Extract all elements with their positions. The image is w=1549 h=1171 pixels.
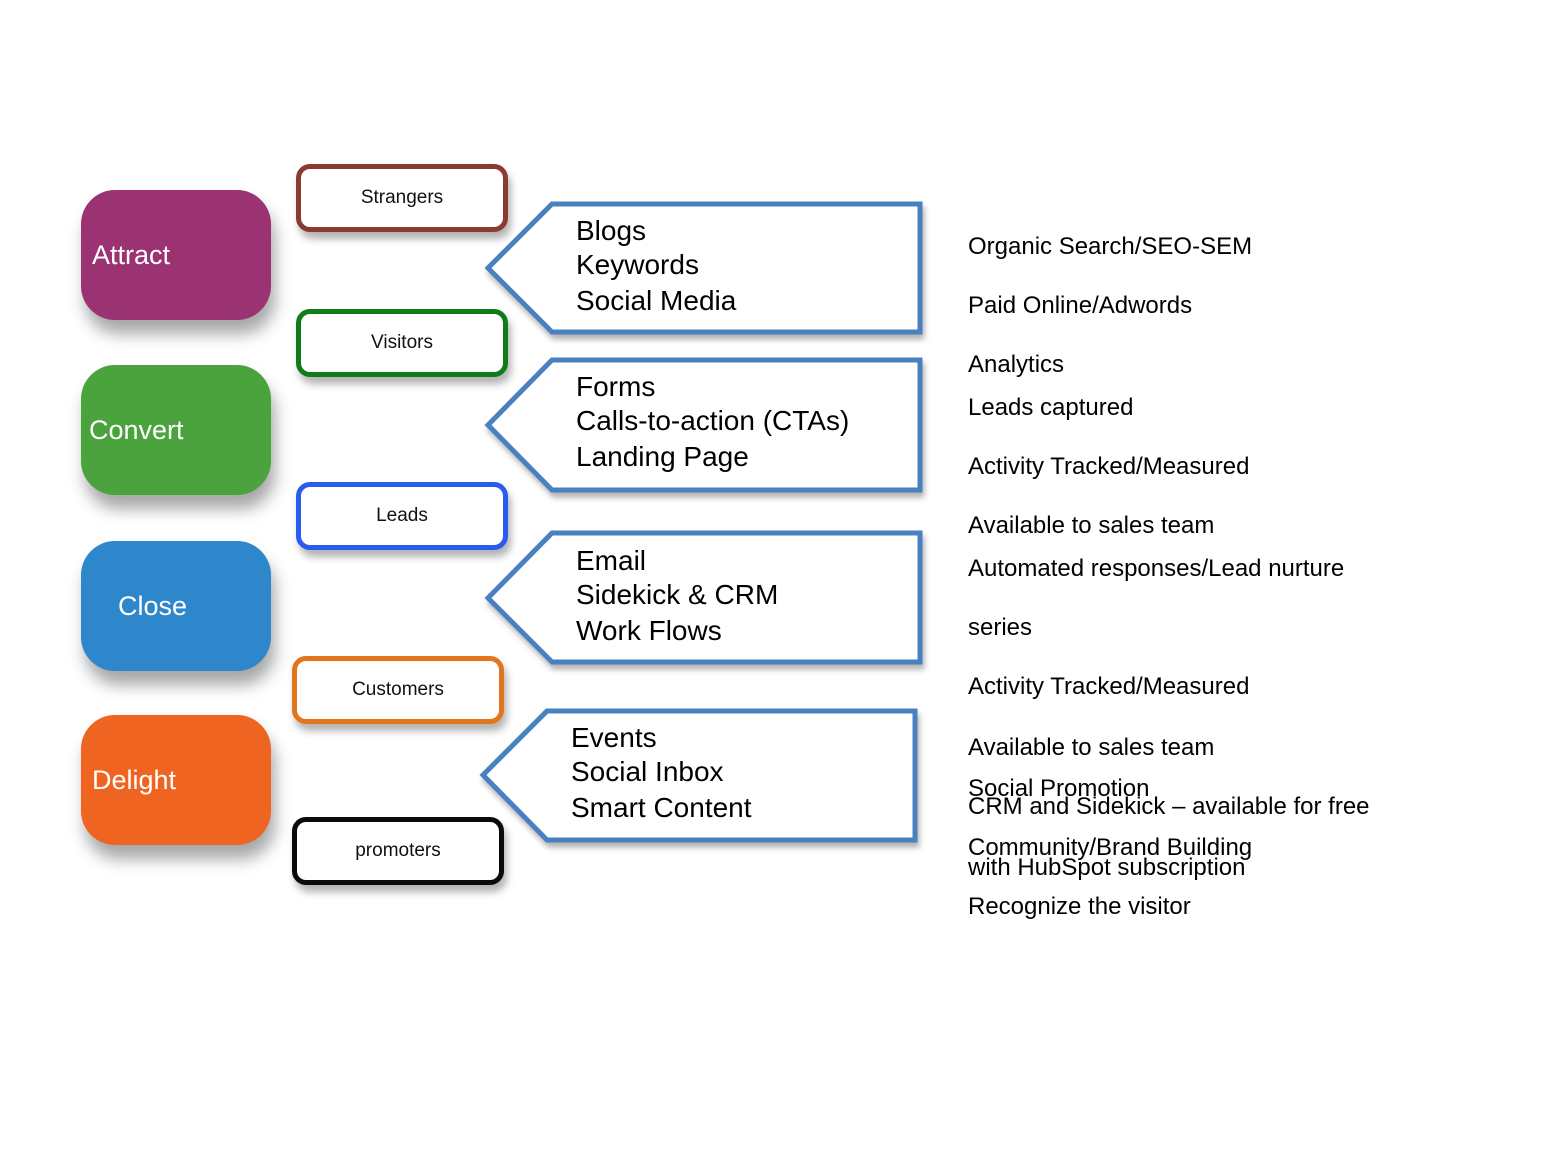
tactics-convert: Forms Calls-to-action (CTAs) Landing Pag…: [576, 370, 849, 474]
description-line: Automated responses/Lead nurture: [968, 554, 1345, 582]
tactics-close: Email Sidekick & CRM Work Flows: [576, 544, 778, 648]
audience-customers: Customers: [292, 656, 504, 724]
description-line: with HubSpot subscription: [968, 853, 1246, 881]
audience-promoters: promoters: [292, 817, 504, 885]
description-line: Analytics: [968, 350, 1065, 378]
tactic-arrow-delight: [479, 708, 918, 843]
tactic-line: Email: [576, 545, 647, 576]
description-line: CRM and Sidekick – available for free: [968, 792, 1370, 820]
description-delight: Social Promotion Community/Brand Buildin…: [968, 744, 1252, 951]
audience-leads-label: Leads: [376, 505, 428, 526]
audience-promoters-label: promoters: [355, 840, 441, 861]
tactic-line: Social Media: [576, 285, 737, 316]
description-line: Paid Online/Adwords: [968, 291, 1193, 319]
tactic-line: Landing Page: [576, 441, 749, 472]
description-attract: Organic Search/SEO-SEM Paid Online/Adwor…: [968, 202, 1252, 409]
stage-attract: Attract: [81, 190, 271, 320]
audience-strangers-label: Strangers: [360, 187, 444, 208]
tactic-arrow-attract: [484, 201, 923, 335]
description-line: series: [968, 613, 1033, 641]
tactic-line: Blogs: [576, 215, 647, 246]
audience-visitors-label: Visitors: [371, 332, 433, 353]
tactic-line: Sidekick & CRM: [576, 579, 779, 610]
tactic-line: Calls-to-action (CTAs): [576, 405, 850, 436]
description-line: Organic Search/SEO-SEM: [968, 232, 1253, 260]
stage-attract-label: Attract: [92, 239, 171, 270]
description-line: Available to sales team: [968, 733, 1215, 761]
tactic-arrow-convert: [484, 357, 923, 493]
audience-customers-label: Customers: [352, 679, 444, 700]
description-line: Activity Tracked/Measured: [968, 672, 1250, 700]
tactic-line: Social Inbox: [571, 756, 724, 787]
description-close: Automated responses/Lead nurture series …: [968, 524, 1370, 912]
tactic-line: Keywords: [576, 249, 699, 280]
audience-leads: Leads: [296, 482, 508, 550]
stage-delight-label: Delight: [92, 764, 177, 795]
description-line: Activity Tracked/Measured: [968, 452, 1250, 480]
description-line: Social Promotion: [968, 774, 1150, 802]
description-line: Community/Brand Building: [968, 833, 1253, 861]
tactics-attract: Blogs Keywords Social Media: [576, 214, 736, 318]
tactics-delight: Events Social Inbox Smart Content: [571, 721, 752, 825]
audience-strangers: Strangers: [296, 164, 508, 232]
stage-close-label: Close: [118, 590, 188, 621]
tactic-line: Events: [571, 722, 657, 753]
description-convert: Leads captured Activity Tracked/Measured…: [968, 363, 1249, 570]
stage-close: Close: [81, 541, 271, 671]
audience-visitors: Visitors: [296, 309, 508, 377]
tactic-arrow-close: [484, 530, 923, 665]
stage-convert-label: Convert: [89, 414, 184, 445]
stage-convert: Convert: [81, 365, 271, 495]
tactic-line: Forms: [576, 371, 656, 402]
tactic-line: Work Flows: [576, 615, 722, 646]
description-line: Recognize the visitor: [968, 892, 1191, 920]
stage-delight: Delight: [81, 715, 271, 845]
description-line: Available to sales team: [968, 511, 1215, 539]
description-line: Leads captured: [968, 393, 1134, 421]
tactic-line: Smart Content: [571, 792, 752, 823]
